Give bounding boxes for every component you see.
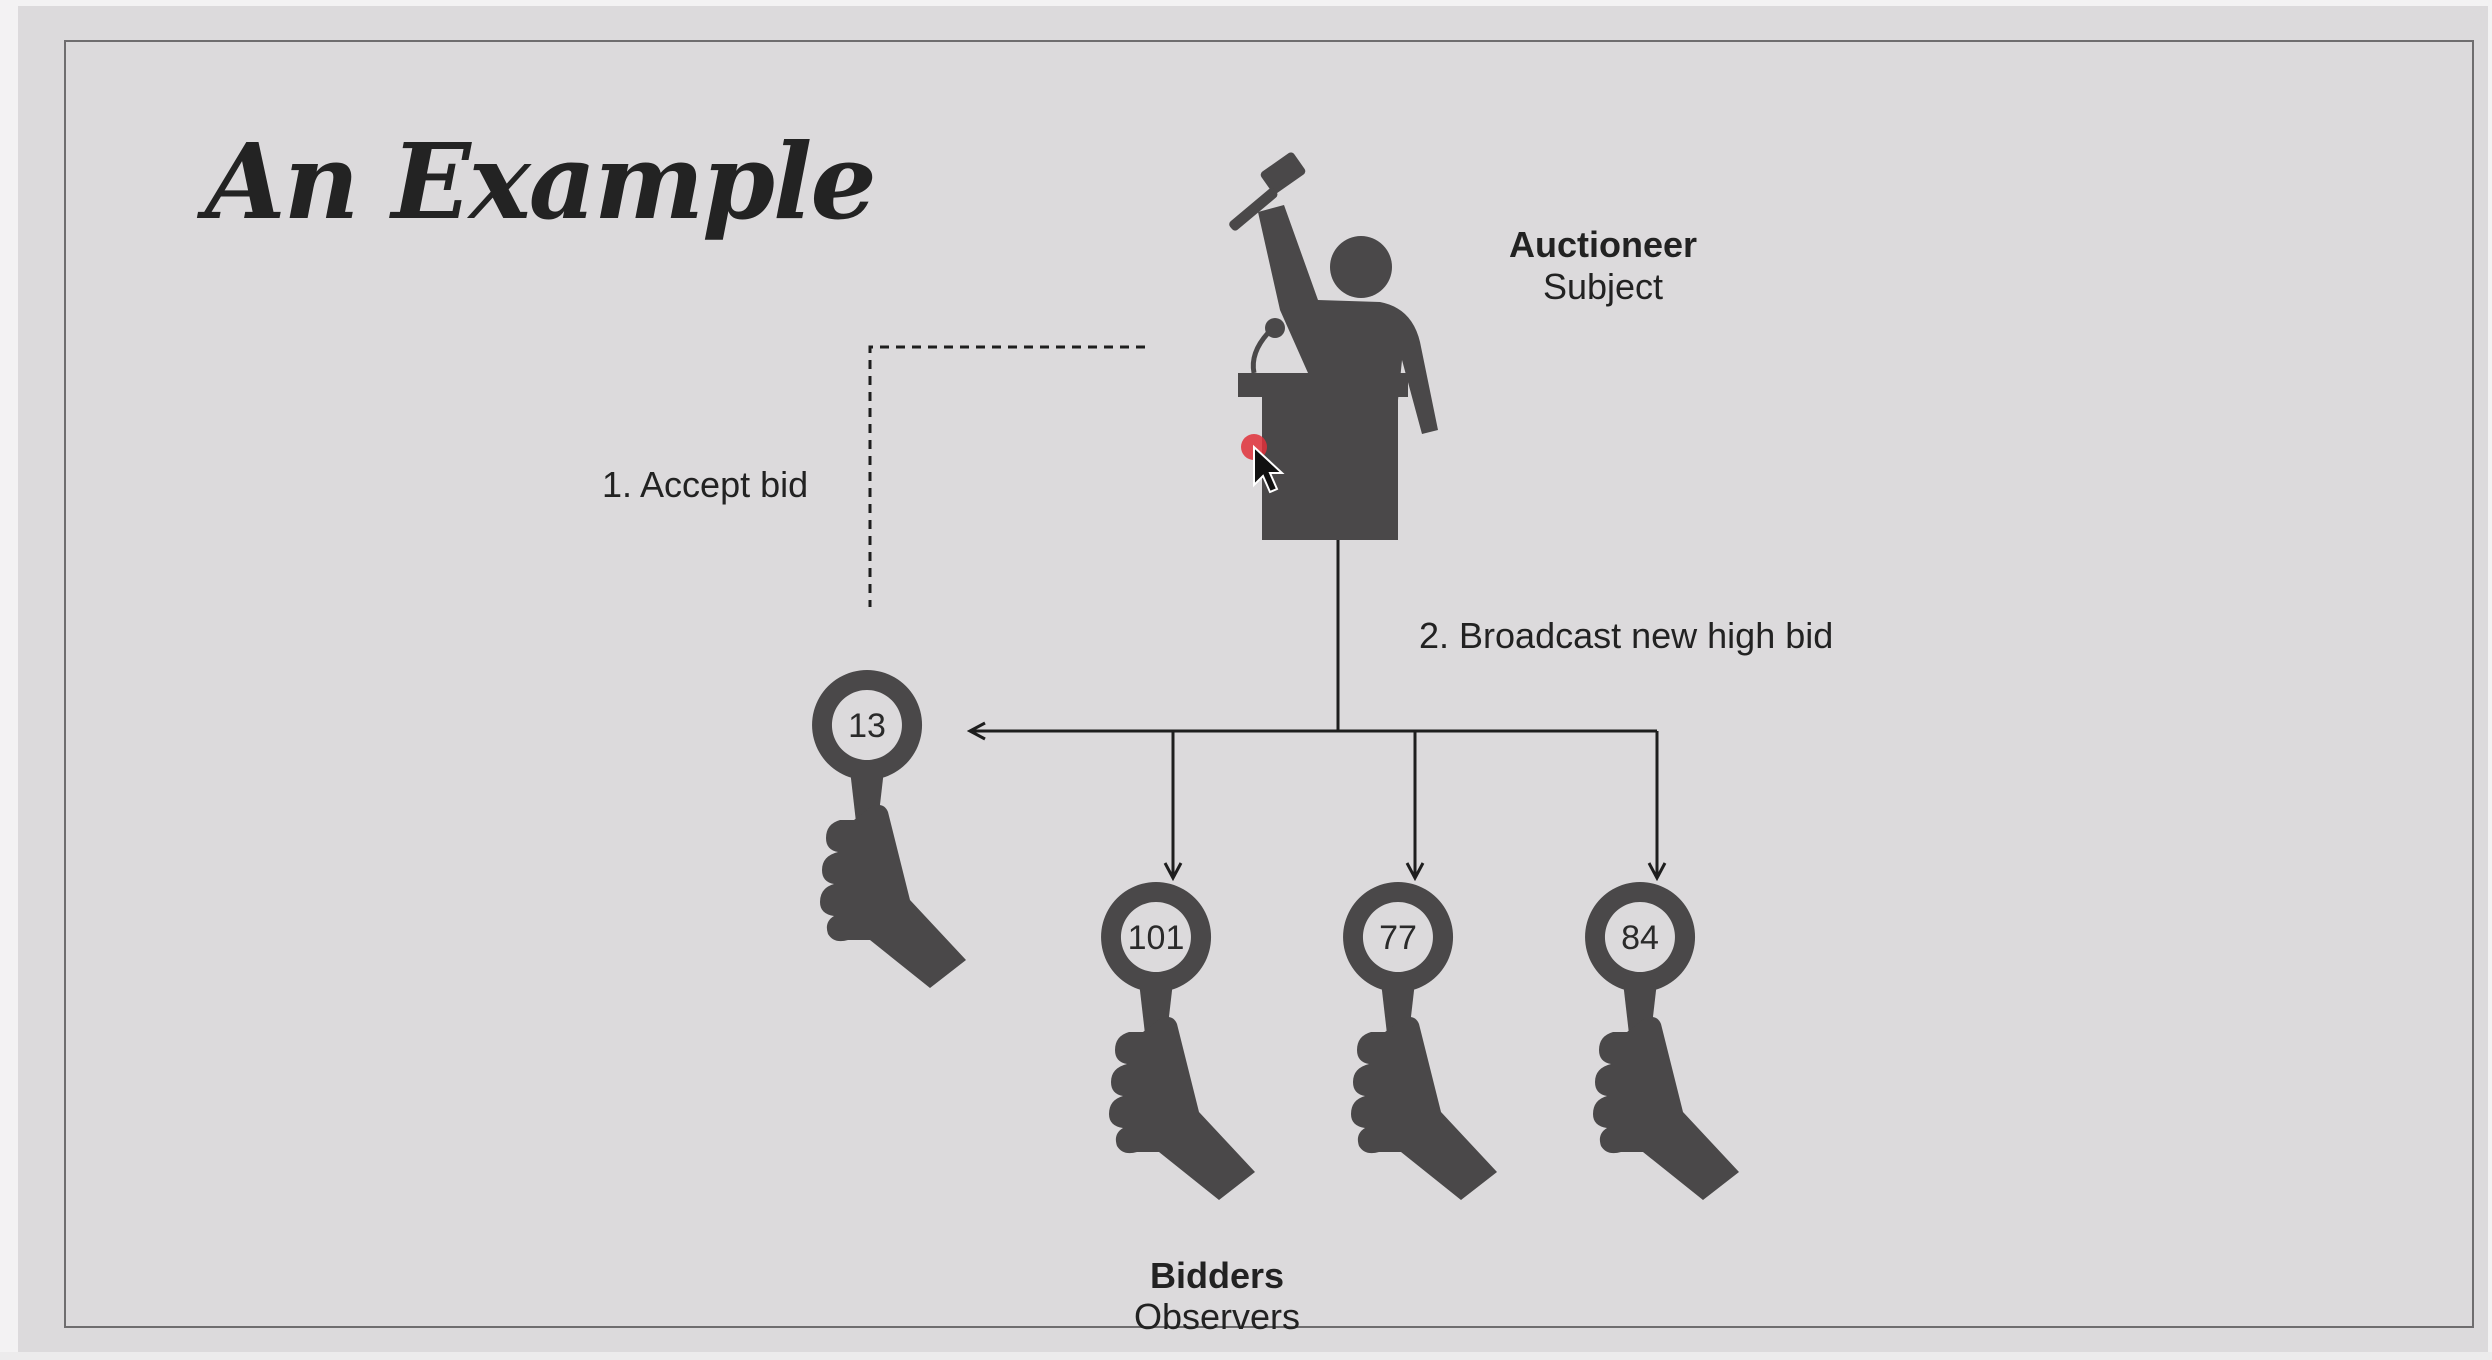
bid-paddle-101[interactable]: 101 bbox=[1101, 882, 1255, 1200]
auctioneer-role: Subject bbox=[1542, 266, 1664, 307]
step-broadcast: 2. Broadcast new high bid bbox=[1419, 615, 1834, 656]
bid-paddle-13[interactable]: 13 bbox=[812, 670, 966, 988]
paddle-number: 84 bbox=[1621, 919, 1659, 957]
bottom-strip bbox=[0, 1352, 2492, 1360]
slide-frame bbox=[64, 40, 2474, 1328]
auctioneer-name: Auctioneer bbox=[1508, 224, 1698, 265]
bidders-name: Bidders bbox=[1149, 1255, 1285, 1296]
bid-paddle-84[interactable]: 84 bbox=[1585, 882, 1739, 1200]
step-accept-bid: 1. Accept bid bbox=[602, 464, 809, 505]
bidders-role: Observers bbox=[1133, 1296, 1301, 1337]
paddle-number: 101 bbox=[1128, 919, 1185, 957]
bid-paddle-77[interactable]: 77 bbox=[1343, 882, 1497, 1200]
paddle-number: 77 bbox=[1379, 919, 1417, 957]
slide-title: An Example bbox=[205, 120, 877, 243]
paddle-number: 13 bbox=[848, 707, 886, 745]
